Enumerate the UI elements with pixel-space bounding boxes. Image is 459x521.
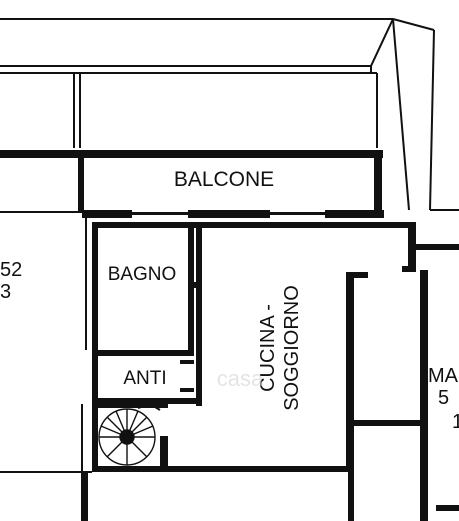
room-label-cucina-line1: CUCINA - [257,304,279,392]
stair-block [92,404,168,472]
room-label-balcone: BALCONE [174,168,274,191]
spiral-staircase-icon [98,402,161,466]
watermark-text: casa [217,366,264,391]
left-unit-label-line2: 3 [0,281,11,303]
roof-outline [0,18,435,148]
right-unit-label-line3: 1 [452,411,459,433]
room-label-cucina-line2: SOGGIORNO [281,285,303,411]
right-unit-walls [354,209,459,521]
room-label-anti: ANTI [123,368,166,389]
right-unit-label-line1: MA [428,365,459,387]
lower-walls [82,472,354,521]
room-label-bagno: BAGNO [108,264,177,285]
room-label-cucina: CUCINA - SOGGIORNO [257,285,303,411]
balcony-outline [0,150,383,213]
left-unit-label-line1: 52 [0,259,22,281]
roof-side [392,18,435,211]
right-unit-label-line2: 5 [438,387,449,409]
